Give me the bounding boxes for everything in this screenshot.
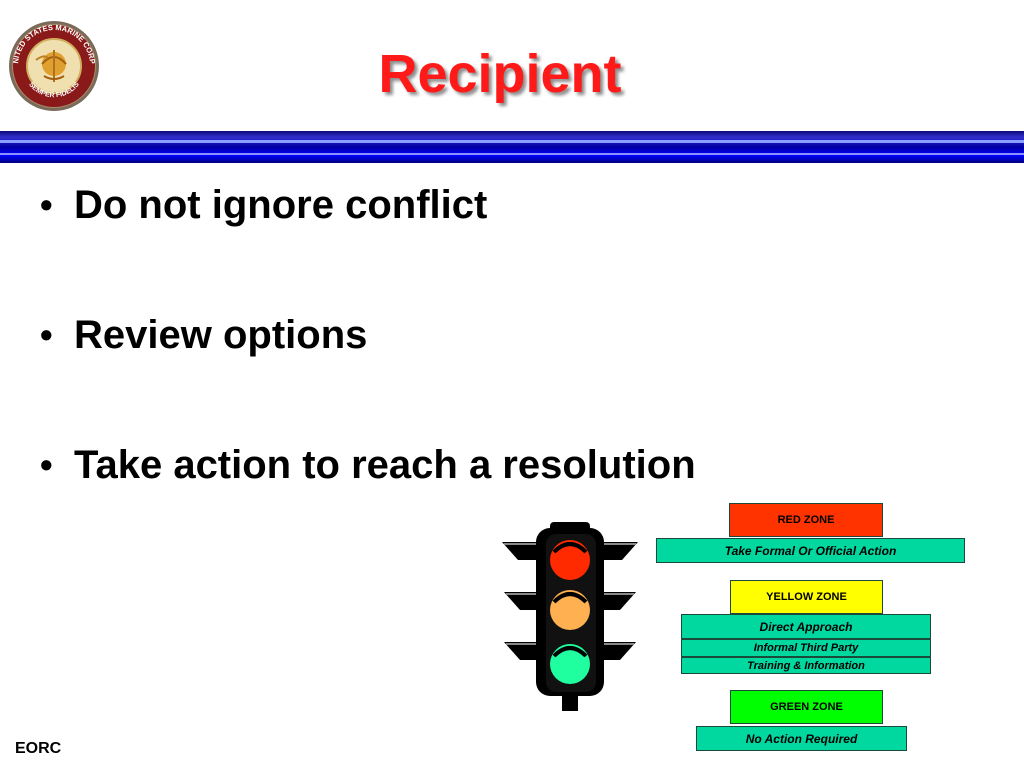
red-light-lamp xyxy=(550,540,590,580)
slide-title: Recipient xyxy=(378,44,622,104)
green-light-lamp xyxy=(550,644,590,684)
yellow-zone-label: YELLOW ZONE xyxy=(730,580,883,614)
yellow-light-lamp xyxy=(550,590,590,630)
red-zone-action: Take Formal Or Official Action xyxy=(656,538,965,563)
bullet-item: •Take action to reach a resolution xyxy=(40,443,696,487)
green-zone-label: GREEN ZONE xyxy=(730,690,883,724)
green-zone-action: No Action Required xyxy=(696,726,907,751)
yellow-zone-action: Direct Approach xyxy=(681,614,931,639)
title-divider-bar xyxy=(0,131,1024,163)
bullet-item: •Do not ignore conflict xyxy=(40,183,488,227)
bullet-list: •Do not ignore conflict •Review options … xyxy=(28,178,928,568)
red-zone-label: RED ZONE xyxy=(729,503,883,537)
footer-label: EORC xyxy=(15,740,62,757)
bullet-item: •Review options xyxy=(40,313,368,357)
traffic-light-icon xyxy=(502,522,638,711)
yellow-zone-action: Informal Third Party xyxy=(681,639,931,657)
yellow-zone-action: Training & Information xyxy=(681,657,931,674)
